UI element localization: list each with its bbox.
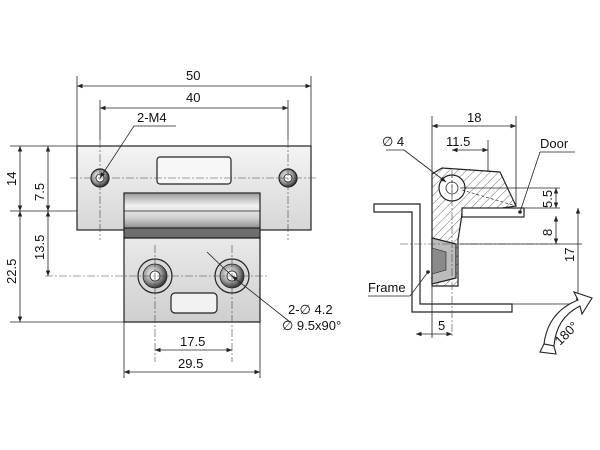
upper-slot [156, 156, 232, 185]
dim-frame-offset: 8 [540, 229, 555, 236]
dim-door-offset: 5.5 [540, 190, 555, 208]
dim-top-center: 7.5 [32, 183, 47, 201]
dim-pin-diameter: ∅ 4 [382, 134, 404, 149]
dim-hole-spacing: 40 [186, 90, 200, 105]
dim-bottom-hole-spacing: 17.5 [180, 334, 205, 349]
dim-bottom-offset: 5 [438, 318, 445, 333]
dark-band [123, 227, 261, 239]
dim-top-width: 18 [467, 110, 481, 125]
dim-hole-note-line2: ∅ 9.5x90° [282, 318, 341, 333]
dim-bottom-width: 29.5 [178, 356, 203, 371]
label-frame: Frame [368, 280, 406, 295]
front-view: 50 40 2-M4 14 7.5 13.5 22.5 2-∅ 4.2 ∅ 9.… [4, 68, 341, 378]
frame-bracket [373, 203, 513, 313]
door-plate [461, 207, 525, 218]
dim-width-overall: 50 [186, 68, 200, 83]
dim-bottom-height: 22.5 [4, 259, 19, 284]
side-view: 18 11.5 ∅ 4 Door 5.5 8 17 Frame 5 [368, 110, 593, 355]
dim-hole-note-line1: 2-∅ 4.2 [288, 302, 333, 317]
dim-side-height: 17 [562, 248, 577, 262]
dim-top-height: 14 [4, 172, 19, 186]
label-door: Door [540, 136, 569, 151]
dim-pin-offset: 11.5 [446, 134, 470, 149]
lower-slot [170, 292, 218, 314]
dim-bottom-center: 13.5 [32, 235, 47, 260]
dim-thread-note: 2-M4 [137, 110, 167, 125]
rotation-arrow-icon [539, 291, 593, 355]
